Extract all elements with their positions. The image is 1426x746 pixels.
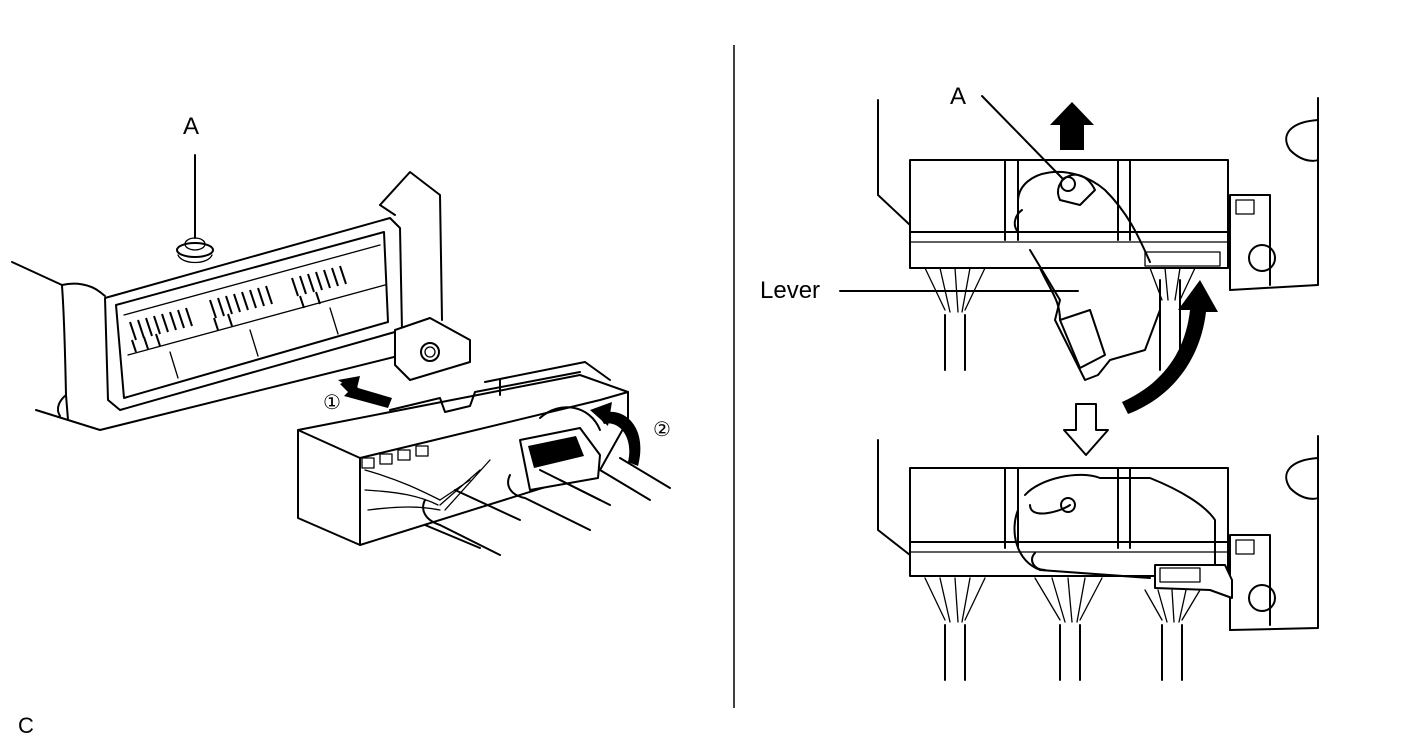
step-1-label: ① [323, 392, 341, 414]
push-arrow [338, 376, 392, 408]
connector-bottom-state [877, 435, 1319, 681]
wire-harness-top [924, 267, 1196, 371]
wire-harness-left [364, 457, 671, 556]
figure-code-label: C [18, 713, 34, 738]
part-a-label-right: A [950, 83, 966, 110]
lever-label: Lever [760, 277, 820, 304]
lever-rotate-arrow [1122, 280, 1218, 414]
right-panel: A Lever [760, 83, 1319, 681]
left-panel: ① ② A [11, 113, 671, 556]
connector-plug [297, 361, 671, 556]
step-2-label: ② [653, 419, 671, 441]
rotate-arrow [590, 402, 641, 466]
pull-up-arrow [1050, 102, 1094, 150]
ecu-body [11, 171, 443, 431]
part-a-pointer-left [176, 154, 214, 264]
part-a-label-left: A [183, 113, 199, 140]
socket-pins [129, 265, 347, 353]
wire-harness-bottom [924, 577, 1201, 681]
connector-top-state [839, 95, 1319, 414]
ecu-socket [104, 217, 471, 411]
state-transition-arrow [1063, 403, 1109, 456]
